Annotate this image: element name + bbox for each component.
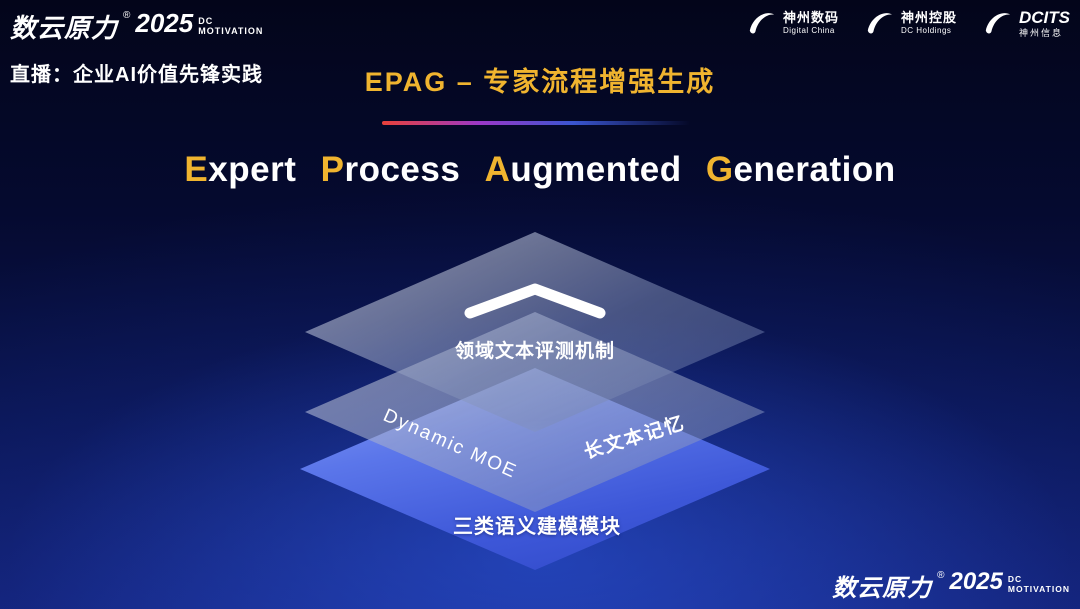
partner-name: 神州数码 (782, 9, 839, 25)
brand-subtitle-line2: MOTIVATION (198, 26, 264, 37)
footer-brand-registered-mark: ® (937, 570, 945, 581)
word-initial: P (320, 150, 345, 189)
word-initial: G (705, 150, 734, 189)
partner-logos: 神州数码 Digital China 神州控股 DC Holdings DCIT… (747, 8, 1070, 38)
partner-dc-holdings: 神州控股 DC Holdings (865, 8, 957, 38)
partner-name: DCITS (1019, 8, 1070, 28)
main-heading: Expert Process Augmented Generation (0, 150, 1080, 190)
brand-subtitle-line1: DC (198, 16, 214, 26)
dc-holdings-swoosh-icon (867, 13, 893, 34)
footer-brand-logo: 数云原力 ® 2025 DC MOTIVATION (832, 568, 1070, 603)
word-initial: A (484, 150, 511, 189)
brand-logo: 数云原力 ® 2025 DC MOTIVATION (10, 8, 263, 45)
partner-subname: Digital China (782, 25, 835, 35)
dcits-swoosh-icon (985, 13, 1011, 34)
main-heading-word: Expert (184, 150, 296, 189)
word-rest: rocess (344, 150, 461, 189)
footer-brand-subtitle: DC MOTIVATION (1007, 574, 1070, 595)
gradient-divider (382, 121, 690, 125)
partner-dcits: DCITS 神州信息 (983, 8, 1070, 38)
main-heading-word: Generation (706, 150, 896, 189)
partner-digital-china: 神州数码 Digital China (747, 8, 839, 38)
word-rest: ugmented (510, 150, 682, 189)
brand-year: 2025 (135, 8, 194, 38)
top-layer-label: 领域文本评测机制 (454, 341, 615, 362)
brand-registered-mark: ® (123, 10, 131, 21)
brand-subtitle: DC MOTIVATION (198, 16, 263, 37)
main-heading-word: Augmented (485, 150, 682, 189)
main-heading-word: Process (321, 150, 461, 189)
page-title: EPAG – 专家流程增强生成 (364, 67, 716, 97)
chevron-up-icon (464, 283, 606, 319)
footer-brand-subtitle-line2: MOTIVATION (1007, 583, 1070, 594)
partner-subname: DC Holdings (900, 25, 952, 35)
footer-brand-subtitle-line1: DC (1007, 574, 1023, 584)
word-rest: xpert (208, 150, 297, 189)
bottom-layer-label: 三类语义建模模块 (453, 516, 621, 538)
footer-brand-year: 2025 (949, 568, 1003, 595)
partner-name: 神州控股 (900, 9, 957, 25)
footer-brand-name: 数云原力 (832, 575, 933, 602)
live-stream-label: 直播：企业AI价值先锋实践 (10, 64, 263, 86)
digital-china-swoosh-icon (749, 13, 775, 34)
partner-subname: 神州信息 (1019, 27, 1064, 38)
word-initial: E (184, 150, 209, 189)
brand-name: 数云原力 (10, 13, 119, 43)
word-rest: eneration (733, 150, 896, 189)
